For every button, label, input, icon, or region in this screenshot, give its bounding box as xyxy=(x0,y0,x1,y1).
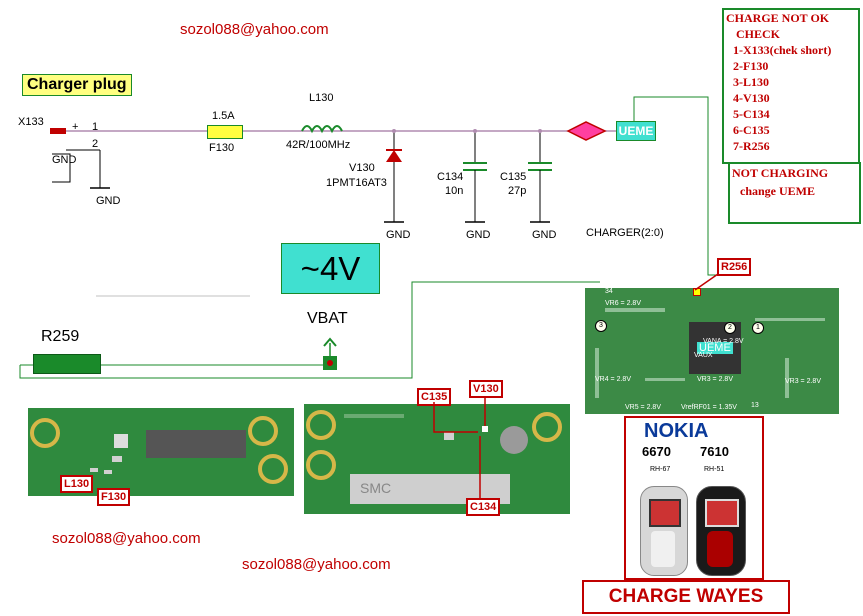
nokia-logo: NOKIA xyxy=(644,420,709,442)
vbat-label: VBAT xyxy=(307,310,348,327)
vr6-label: VR6 = 2.8V xyxy=(605,300,641,307)
pin-13-label: 13 xyxy=(751,402,759,409)
gnd-label-v130: GND xyxy=(386,229,411,241)
r259-label: R259 xyxy=(41,328,80,345)
charge-wayes-footer: CHARGE WAYES xyxy=(582,580,790,614)
email-bottom-center: sozol088@yahoo.com xyxy=(242,556,391,573)
l130-value: 42R/100MHz xyxy=(286,139,351,151)
phone-6670-image xyxy=(640,486,688,576)
v130-label: V130 xyxy=(349,162,375,174)
rh51-label: RH-51 xyxy=(704,466,725,473)
email-top: sozol088@yahoo.com xyxy=(180,21,329,38)
pin1-label: 1 xyxy=(92,121,99,133)
charger-plug-title: Charger plug xyxy=(22,74,132,96)
not-charging-line1: NOT CHARGING xyxy=(732,166,829,180)
model-6670-label: 6670 xyxy=(642,444,671,459)
checklist-item: 5-C134 xyxy=(733,107,770,121)
c134-tag: C134 xyxy=(466,498,501,516)
plus-label: + xyxy=(72,121,79,133)
r256-tag: R256 xyxy=(717,258,752,276)
not-charging-line2: change UEME xyxy=(740,184,815,198)
checklist-item: 7-R256 xyxy=(733,139,770,153)
checklist-item: 4-V130 xyxy=(733,91,770,105)
vr3-label-center: VR3 = 2.8V xyxy=(697,376,733,383)
x133-label: X133 xyxy=(18,116,44,128)
f130-tag: F130 xyxy=(97,488,131,506)
not-charging-box: NOT CHARGING change UEME xyxy=(728,162,861,224)
checklist-item: 2-F130 xyxy=(733,59,769,73)
uem-board-photo: UEME VR6 = 2.8V VANA = 2.8V VAUX VR4 = 2… xyxy=(585,288,839,414)
l130-tag: L130 xyxy=(60,475,94,493)
c134-label: C134 xyxy=(437,171,464,183)
resistor-r259-symbol xyxy=(33,354,101,374)
vr4-label: VR4 = 2.8V xyxy=(595,376,631,383)
vana-label: VANA = 2.8V xyxy=(703,338,744,345)
checklist-item: 6-C135 xyxy=(733,123,770,137)
gnd-label-c135: GND xyxy=(532,229,557,241)
vr3-label-edge: VR3 = 2.8V xyxy=(785,378,821,385)
ueme-connector-box: UEME xyxy=(616,121,656,141)
pin2-label: 2 xyxy=(92,138,99,150)
pin-34-label: 34 xyxy=(605,288,613,295)
checklist-check: CHECK xyxy=(736,27,781,41)
checklist-title: CHARGE NOT OK xyxy=(726,11,830,25)
v130-tag: V130 xyxy=(469,380,503,398)
pin-1-marker: 1 xyxy=(752,322,764,334)
checklist-item: 1-X133(chek short) xyxy=(733,43,832,57)
pin-2-marker: 2 xyxy=(724,322,736,334)
vr5-label: VR5 = 2.8V xyxy=(625,404,661,411)
voltage-box: ~4V xyxy=(281,243,380,294)
fuse-f130-symbol xyxy=(207,125,243,139)
phone-7610-image xyxy=(696,486,746,576)
v130-part: 1PMT16AT3 xyxy=(326,177,387,189)
gnd-label-plug: GND xyxy=(52,154,77,166)
gnd-label-pin2: GND xyxy=(96,195,121,207)
c135-value: 27p xyxy=(508,185,527,197)
gnd-label-c134: GND xyxy=(466,229,491,241)
smc-label: SMC xyxy=(360,480,392,496)
phone-model-panel: NOKIA 6670 7610 RH-67 RH-51 xyxy=(624,416,764,580)
rh67-label: RH-67 xyxy=(650,466,671,473)
l130-label: L130 xyxy=(309,92,334,104)
f130-label: F130 xyxy=(209,142,235,154)
charger-bus-label: CHARGER(2:0) xyxy=(586,227,664,239)
c135-label: C135 xyxy=(500,171,527,183)
charge-not-ok-checklist: CHARGE NOT OK CHECK 1-X133(chek short) 2… xyxy=(722,8,860,164)
checklist-item: 3-L130 xyxy=(733,75,769,89)
vaux-label: VAUX xyxy=(694,352,713,359)
uem-chip-label: UEME xyxy=(697,342,733,354)
vrefrf-label: VrefRF01 = 1.35V xyxy=(681,404,737,411)
model-7610-label: 7610 xyxy=(700,444,729,459)
c134-value: 10n xyxy=(445,185,464,197)
f130-rating: 1.5A xyxy=(212,110,235,122)
email-bottom-left: sozol088@yahoo.com xyxy=(52,530,201,547)
pin-3-marker: 3 xyxy=(595,320,607,332)
vbat-pad xyxy=(323,356,337,370)
